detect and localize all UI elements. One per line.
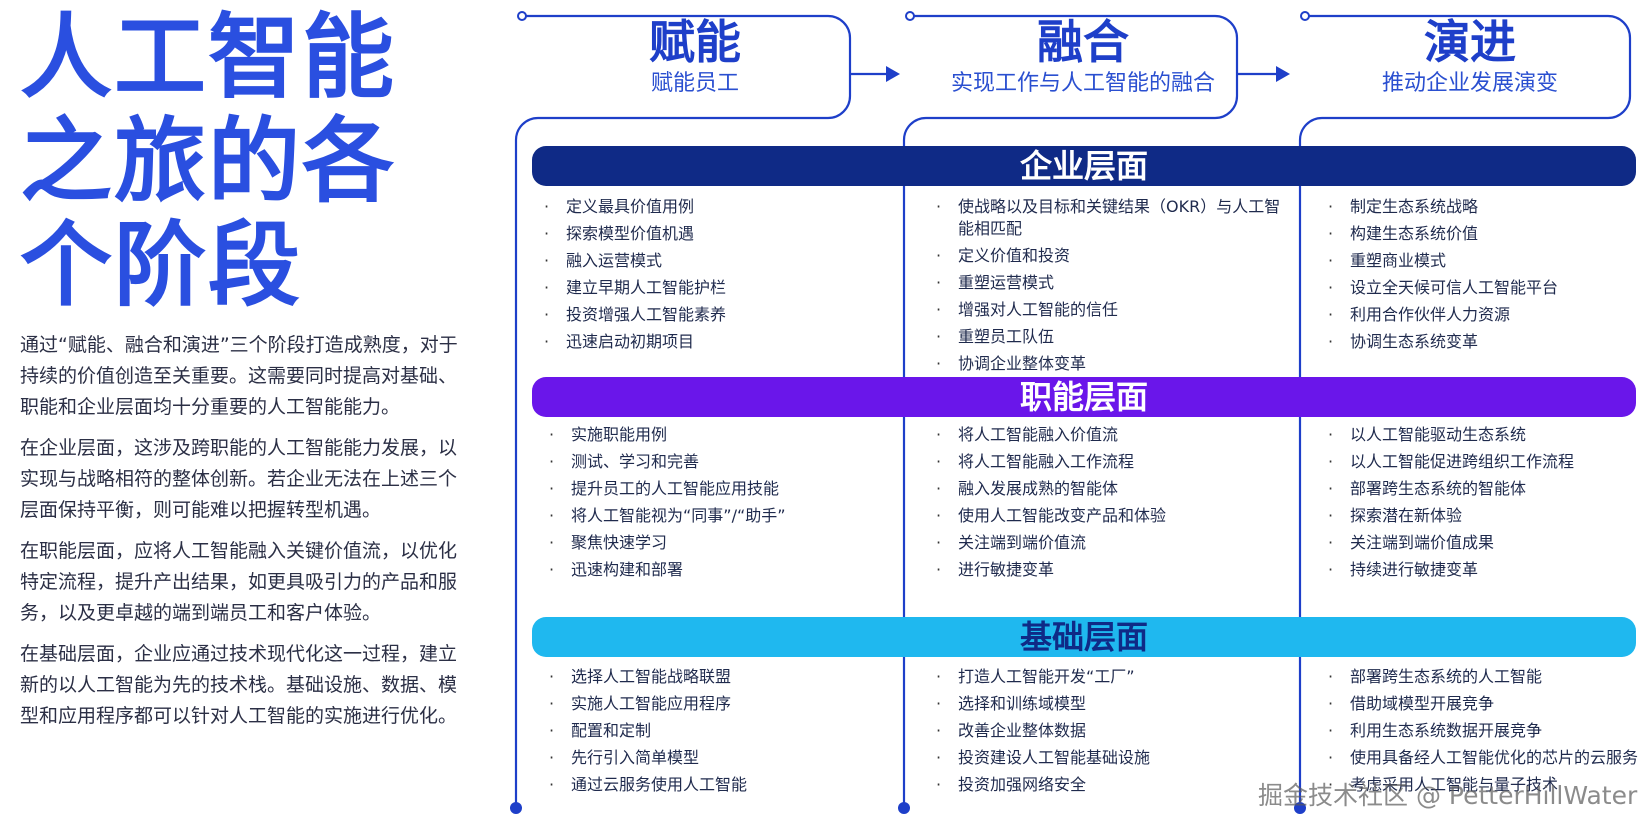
list-item: 协调企业整体变革 xyxy=(932,353,1287,375)
list-item: 构建生态系统价值 xyxy=(1324,223,1644,245)
list-item: 投资加强网络安全 xyxy=(932,774,1287,796)
foundation-empower-list: 选择人工智能战略联盟 实施人工智能应用程序 配置和定制 先行引入简单模型 通过云… xyxy=(545,666,885,801)
phase-3-connector xyxy=(1298,14,1632,806)
list-item: 借助域模型开展竞争 xyxy=(1324,693,1650,715)
phase-title: 赋能 xyxy=(649,15,741,69)
phase-title: 融合 xyxy=(1037,15,1129,69)
enterprise-integrate-list: 使战略以及目标和关键结果（OKR）与人工智能相匹配 定义价值和投资 重塑运营模式… xyxy=(932,196,1287,380)
list-item: 定义最具价值用例 xyxy=(540,196,880,218)
list-item: 打造人工智能开发“工厂” xyxy=(932,666,1287,688)
list-item: 迅速启动初期项目 xyxy=(540,331,880,353)
phase-subtitle: 实现工作与人工智能的融合 xyxy=(950,71,1215,96)
intro-paragraph: 通过“赋能、融合和演进”三个阶段打造成熟度，对于持续的价值创造至关重要。这需要同… xyxy=(20,334,458,418)
list-item: 定义价值和投资 xyxy=(932,245,1287,267)
function-integrate-list: 将人工智能融入价值流 将人工智能融入工作流程 融入发展成熟的智能体 使用人工智能… xyxy=(932,424,1287,586)
timeline-end-dot xyxy=(898,802,910,814)
arrow-right-icon xyxy=(1276,66,1290,82)
phase-2-connector xyxy=(902,14,1239,806)
list-item: 改善企业整体数据 xyxy=(932,720,1287,742)
band-foundation: 基础层面 xyxy=(532,617,1636,657)
arrow-right-icon xyxy=(886,66,900,82)
list-item: 重塑运营模式 xyxy=(932,272,1287,294)
title-line-1: 人工智能 xyxy=(20,4,397,111)
list-item: 选择和训练域模型 xyxy=(932,693,1287,715)
page-title: 人工智能 之旅的各 个阶段 xyxy=(20,6,460,318)
phase-title: 演进 xyxy=(1424,15,1516,69)
phase-1-connector xyxy=(514,14,852,806)
foundation-evolve-list: 部署跨生态系统的人工智能 借助域模型开展竞争 利用生态系统数据开展竞争 使用具备… xyxy=(1324,666,1650,801)
list-item: 设立全天候可信人工智能平台 xyxy=(1324,277,1644,299)
list-item: 持续进行敏捷变革 xyxy=(1324,559,1644,581)
list-item: 关注端到端价值流 xyxy=(932,532,1287,554)
function-evolve-list: 以人工智能驱动生态系统 以人工智能促进跨组织工作流程 部署跨生态系统的智能体 探… xyxy=(1324,424,1644,586)
list-item: 进行敏捷变革 xyxy=(932,559,1287,581)
list-item: 利用合作伙伴人力资源 xyxy=(1324,304,1644,326)
list-item: 配置和定制 xyxy=(545,720,885,742)
list-item: 增强对人工智能的信任 xyxy=(932,299,1287,321)
timeline-start-dot xyxy=(517,11,527,21)
list-item: 提升员工的人工智能应用技能 xyxy=(545,478,885,500)
list-item: 部署跨生态系统的人工智能 xyxy=(1324,666,1650,688)
list-item: 投资建设人工智能基础设施 xyxy=(932,747,1287,769)
list-item: 将人工智能融入价值流 xyxy=(932,424,1287,446)
list-item: 使用人工智能改变产品和体验 xyxy=(932,505,1287,527)
band-enterprise: 企业层面 xyxy=(532,146,1636,186)
list-item: 协调生态系统变革 xyxy=(1324,331,1644,353)
intro-paragraph: 在职能层面，应将人工智能融入关键价值流，以优化特定流程，提升产出结果，如更具吸引… xyxy=(20,540,458,624)
list-item: 关注端到端价值成果 xyxy=(1324,532,1644,554)
watermark: 掘金技术社区 @ PetterHillWater xyxy=(1258,781,1638,810)
list-item: 以人工智能驱动生态系统 xyxy=(1324,424,1644,446)
function-empower-list: 实施职能用例 测试、学习和完善 提升员工的人工智能应用技能 将人工智能视为“同事… xyxy=(545,424,885,586)
list-item: 利用生态系统数据开展竞争 xyxy=(1324,720,1650,742)
list-item: 测试、学习和完善 xyxy=(545,451,885,473)
title-line-2: 之旅的各 xyxy=(20,108,397,215)
timeline-end-dot xyxy=(1294,802,1306,814)
list-item: 实施职能用例 xyxy=(545,424,885,446)
list-item: 探索模型价值机遇 xyxy=(540,223,880,245)
list-item: 融入运营模式 xyxy=(540,250,880,272)
list-item: 重塑员工队伍 xyxy=(932,326,1287,348)
enterprise-empower-list: 定义最具价值用例 探索模型价值机遇 融入运营模式 建立早期人工智能护栏 投资增强… xyxy=(540,196,880,358)
intro-paragraph: 在企业层面，这涉及跨职能的人工智能能力发展，以实现与战略相符的整体创新。若企业无… xyxy=(20,437,458,521)
list-item: 将人工智能视为“同事”/“助手” xyxy=(545,505,885,527)
intro-text: 通过“赋能、融合和演进”三个阶段打造成熟度，对于持续的价值创造至关重要。这需要同… xyxy=(20,330,465,742)
phase-integrate: 融合 实现工作与人工智能的融合 xyxy=(933,14,1233,98)
list-item: 建立早期人工智能护栏 xyxy=(540,277,880,299)
list-item: 融入发展成熟的智能体 xyxy=(932,478,1287,500)
list-item: 实施人工智能应用程序 xyxy=(545,693,885,715)
phase-empower: 赋能 赋能员工 xyxy=(545,14,845,98)
timeline-start-dot xyxy=(1300,11,1310,21)
list-item: 重塑商业模式 xyxy=(1324,250,1644,272)
list-item: 先行引入简单模型 xyxy=(545,747,885,769)
list-item: 迅速构建和部署 xyxy=(545,559,885,581)
timeline-start-dot xyxy=(905,11,915,21)
list-item: 选择人工智能战略联盟 xyxy=(545,666,885,688)
list-item: 考虑采用人工智能与量子技术 xyxy=(1324,774,1650,796)
list-item: 使用具备经人工智能优化的芯片的云服务 xyxy=(1324,747,1650,769)
phase-evolve: 演进 推动企业发展演变 xyxy=(1320,14,1620,98)
list-item: 通过云服务使用人工智能 xyxy=(545,774,885,796)
band-function: 职能层面 xyxy=(532,377,1636,417)
timeline-end-dot xyxy=(510,802,522,814)
phase-subtitle: 赋能员工 xyxy=(650,71,739,96)
title-line-3: 个阶段 xyxy=(20,212,303,319)
list-item: 探索潜在新体验 xyxy=(1324,505,1644,527)
list-item: 使战略以及目标和关键结果（OKR）与人工智能相匹配 xyxy=(932,196,1287,240)
list-item: 将人工智能融入工作流程 xyxy=(932,451,1287,473)
list-item: 以人工智能促进跨组织工作流程 xyxy=(1324,451,1644,473)
list-item: 聚焦快速学习 xyxy=(545,532,885,554)
list-item: 投资增强人工智能素养 xyxy=(540,304,880,326)
foundation-integrate-list: 打造人工智能开发“工厂” 选择和训练域模型 改善企业整体数据 投资建设人工智能基… xyxy=(932,666,1287,801)
phase-subtitle: 推动企业发展演变 xyxy=(1381,71,1558,96)
list-item: 制定生态系统战略 xyxy=(1324,196,1644,218)
list-item: 部署跨生态系统的智能体 xyxy=(1324,478,1644,500)
enterprise-evolve-list: 制定生态系统战略 构建生态系统价值 重塑商业模式 设立全天候可信人工智能平台 利… xyxy=(1324,196,1644,358)
intro-paragraph: 在基础层面，企业应通过技术现代化这一过程，建立新的以人工智能为先的技术栈。基础设… xyxy=(20,643,458,727)
